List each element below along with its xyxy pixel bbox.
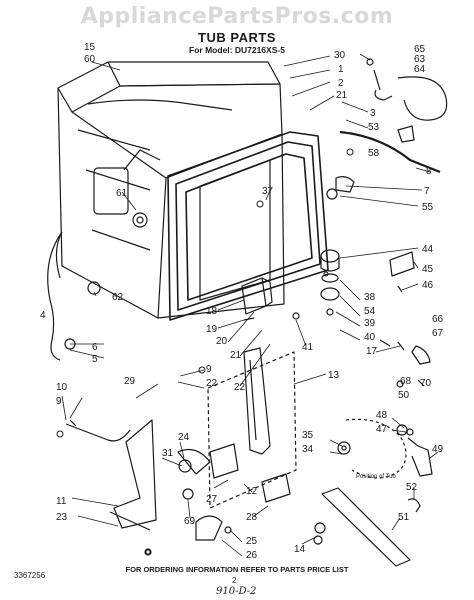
callout: 48 <box>376 410 388 421</box>
callout: 63 <box>414 54 426 65</box>
callout: 44 <box>422 244 434 255</box>
callout: 19 <box>206 324 218 335</box>
fill-hose <box>366 58 448 121</box>
diagram-title: TUB PARTS <box>198 30 276 45</box>
callout: 68 <box>400 376 412 387</box>
callout-numbers: 15 60 30 1 2 21 3 53 65 63 64 58 8 7 55 … <box>40 42 444 561</box>
callout: 2 <box>338 78 344 89</box>
callout: 62 <box>112 292 124 303</box>
callout: 9 <box>206 364 212 375</box>
callout: 22 <box>234 382 246 393</box>
callout: 13 <box>328 370 340 381</box>
callout: 8 <box>426 166 432 177</box>
callout: 23 <box>56 512 68 523</box>
callout: 31 <box>162 448 174 459</box>
frame-center <box>177 347 297 541</box>
model-label: For Model: DU7216XS-5 <box>189 45 285 55</box>
bracket-18 <box>241 277 300 321</box>
callout: 38 <box>364 292 376 303</box>
callout: 51 <box>398 512 410 523</box>
callout: 65 <box>414 44 426 55</box>
callout: 67 <box>432 328 444 339</box>
callout: 70 <box>420 378 432 389</box>
ordering-note: FOR ORDERING INFORMATION REFER TO PARTS … <box>125 565 349 574</box>
left-hose <box>47 231 101 361</box>
callout: 10 <box>56 382 68 393</box>
callout: 20 <box>216 336 228 347</box>
callout: 39 <box>364 318 376 329</box>
callout: 69 <box>184 516 196 527</box>
callout: 55 <box>422 202 434 213</box>
bolts <box>56 148 354 555</box>
callout: 17 <box>366 346 378 357</box>
callout: 60 <box>84 54 96 65</box>
right-items <box>337 418 433 479</box>
document-part-number: 3367256 <box>14 571 46 580</box>
callout: 46 <box>422 280 434 291</box>
bottom-rail <box>313 487 421 567</box>
callout: 66 <box>432 314 444 325</box>
callout: 21 <box>230 350 242 361</box>
callout: 26 <box>246 550 258 561</box>
position-of-tub-label: Position of Tub <box>356 474 396 480</box>
callout: 22 <box>206 378 218 389</box>
callout: 64 <box>414 64 426 75</box>
callout: 47 <box>376 424 388 435</box>
drain-hose <box>326 125 441 200</box>
callout: 54 <box>364 306 376 317</box>
callout: 37 <box>262 186 274 197</box>
callout: 1 <box>338 64 344 75</box>
callout: 49 <box>432 444 444 455</box>
callout: 5 <box>92 354 98 365</box>
callout: 15 <box>84 42 96 53</box>
callout: 18 <box>206 306 218 317</box>
callout: 6 <box>92 342 98 353</box>
callout: 52 <box>406 482 418 493</box>
tub-components <box>320 249 431 388</box>
page-number: 2 <box>232 576 237 585</box>
watermark: AppliancePartsPros.com <box>80 4 394 29</box>
left-frame <box>65 419 157 556</box>
callout: 9 <box>56 396 62 407</box>
callout: 53 <box>368 122 380 133</box>
callout: 27 <box>206 494 218 505</box>
callout: 28 <box>246 512 258 523</box>
callout: 29 <box>124 376 136 387</box>
callout: 7 <box>424 186 430 197</box>
callout: 35 <box>302 430 314 441</box>
door-gasket <box>167 131 329 321</box>
callout: 25 <box>246 536 258 547</box>
callout: 24 <box>178 432 190 443</box>
leader-lines <box>61 53 439 557</box>
callout: 30 <box>334 50 346 61</box>
callout: 50 <box>398 390 410 401</box>
callout: 58 <box>368 148 380 159</box>
callout: 21 <box>336 90 348 101</box>
callout: 3 <box>370 108 376 119</box>
handwritten-note: 910-D-2 <box>216 586 257 597</box>
callout: 14 <box>294 544 306 555</box>
callout: 40 <box>364 332 376 343</box>
callout: 12 <box>246 486 258 497</box>
callout: 11 <box>56 496 67 507</box>
callout: 34 <box>302 444 314 455</box>
callout: 4 <box>40 310 46 321</box>
callout: 41 <box>302 342 314 353</box>
callout: 45 <box>422 264 434 275</box>
callout: 61 <box>116 188 128 199</box>
